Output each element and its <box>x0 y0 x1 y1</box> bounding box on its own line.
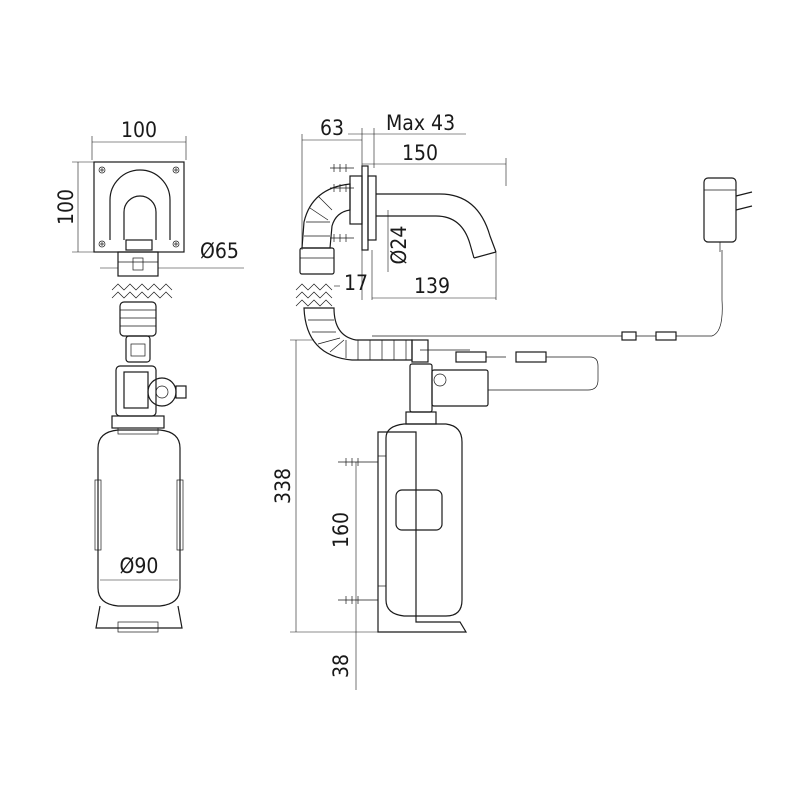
dim-front-width: 100 <box>91 118 187 160</box>
spout-length-label: 150 <box>402 141 438 165</box>
break-mark-side <box>295 283 333 307</box>
dim-bracket-spacing: 160 <box>329 462 357 600</box>
spout-projection-label: 139 <box>414 274 450 298</box>
total-height-label: 338 <box>271 468 295 504</box>
front-width-label: 100 <box>121 118 157 142</box>
offset-label: 17 <box>344 271 368 295</box>
front-bottle: Ø90 <box>94 429 184 633</box>
dim-max-depth: Max 43 <box>348 111 466 168</box>
corrugated-hose <box>303 307 429 363</box>
sensor-cable <box>372 250 723 391</box>
side-view: 63 Max 43 150 139 Ø24 <box>271 111 753 690</box>
mounting-plate <box>93 161 185 253</box>
flange-diameter-label: Ø65 <box>200 239 239 263</box>
dim-total-height: 338 <box>271 339 378 633</box>
spout: 139 Ø24 <box>361 165 497 300</box>
spout-diameter-label: Ø24 <box>387 226 411 265</box>
pump-motor <box>405 363 489 425</box>
bottle-diameter-label: Ø90 <box>120 554 159 578</box>
dim-side-depth: 63 <box>301 116 363 250</box>
side-depth-label: 63 <box>320 116 344 140</box>
front-view: 100 100 Ø65 <box>54 118 244 633</box>
break-mark-front <box>111 283 173 299</box>
pump-body <box>111 365 187 435</box>
front-height-label: 100 <box>54 189 78 225</box>
max-depth-label: Max 43 <box>386 111 455 135</box>
bracket-screws <box>338 458 378 604</box>
dim-front-height: 100 <box>54 161 94 253</box>
dim-bottom-clearance: 38 <box>329 600 357 690</box>
plug-connector-icon <box>621 331 637 341</box>
bracket-spacing-label: 160 <box>329 512 353 548</box>
front-hose <box>119 301 157 363</box>
elbow-hose <box>299 183 351 275</box>
cable-connector-b <box>515 351 547 363</box>
flange: Ø65 <box>100 239 244 277</box>
wall-connectors <box>330 164 363 242</box>
dim-offset: 17 <box>334 250 368 300</box>
bottom-clearance-label: 38 <box>329 654 353 678</box>
side-bottle <box>377 423 468 633</box>
cable-connector-a <box>455 351 487 363</box>
power-adapter-icon <box>703 177 753 252</box>
dim-spout-length: 150 <box>362 141 507 186</box>
